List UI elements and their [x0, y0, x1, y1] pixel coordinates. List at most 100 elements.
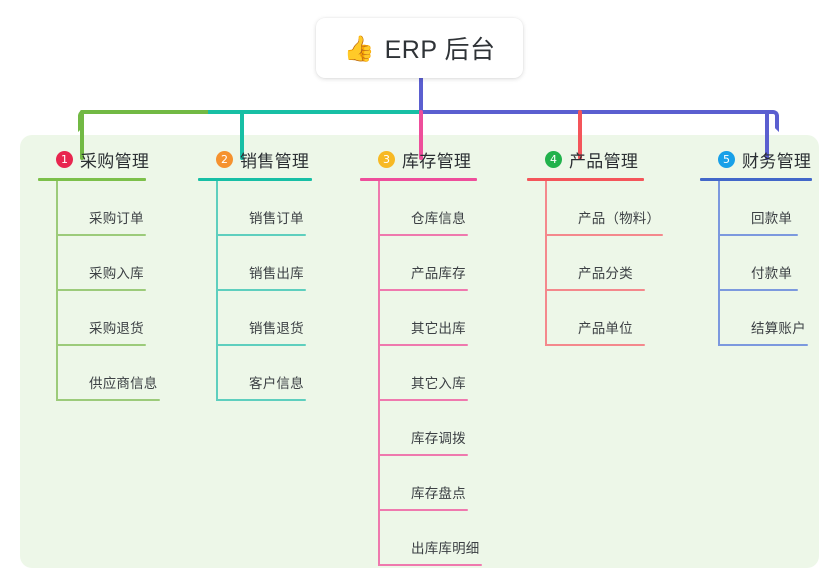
branch-item[interactable]: 采购入库 — [56, 236, 149, 291]
branch-item-rule — [216, 344, 306, 346]
branch-spine — [718, 181, 720, 346]
branch-item-rule — [545, 234, 663, 236]
branch-item-label: 采购订单 — [89, 211, 144, 226]
branch-item-label: 结算账户 — [751, 321, 806, 336]
branch-spine — [56, 181, 58, 401]
branch-item-rule — [378, 509, 468, 511]
branch-column-2: 2 销售管理销售订单销售出库销售退货客户信息 — [198, 146, 312, 401]
branch-item-label: 产品（物料） — [578, 211, 661, 226]
branch-item-rule — [56, 289, 146, 291]
connector-bus-green — [80, 110, 208, 114]
branch-item[interactable]: 出库库明细 — [378, 511, 482, 566]
branch-item[interactable]: 其它入库 — [378, 346, 477, 401]
branch-item[interactable]: 产品分类 — [545, 236, 645, 291]
branch-item[interactable]: 其它出库 — [378, 291, 477, 346]
branch-number-badge: 5 — [718, 150, 735, 168]
branch-header-label: 财务管理 — [742, 151, 812, 171]
connector-root-vertical — [419, 76, 423, 112]
branch-number-badge: 4 — [545, 150, 562, 168]
branch-item-label: 回款单 — [751, 211, 793, 226]
branch-header-rule — [38, 178, 146, 181]
branch-item[interactable]: 库存调拨 — [378, 401, 477, 456]
branch-item-label: 产品分类 — [578, 266, 633, 281]
branch-item[interactable]: 仓库信息 — [378, 181, 477, 236]
branch-item-label: 采购入库 — [89, 266, 144, 281]
branch-item-label: 仓库信息 — [411, 211, 466, 226]
branch-item-label: 销售出库 — [249, 266, 304, 281]
branch-item[interactable]: 采购退货 — [56, 291, 149, 346]
branch-item-list: 仓库信息产品库存其它出库其它入库库存调拨库存盘点出库库明细 — [360, 181, 482, 566]
branch-header-4[interactable]: 4 产品管理 — [527, 146, 644, 172]
branch-header-rule — [360, 178, 477, 181]
connector-drop-1 — [80, 110, 84, 160]
branch-item[interactable]: 销售退货 — [216, 291, 312, 346]
branch-item-rule — [378, 564, 482, 566]
branch-header-label: 库存管理 — [402, 151, 472, 171]
branch-item-rule — [56, 234, 146, 236]
branch-item-rule — [378, 399, 468, 401]
branch-item-rule — [56, 344, 146, 346]
connector-drop-2 — [240, 110, 244, 160]
branch-item-rule — [378, 454, 468, 456]
branch-item[interactable]: 产品（物料） — [545, 181, 663, 236]
branch-item-rule — [216, 234, 306, 236]
branch-item-label: 出库库明细 — [411, 541, 480, 556]
branch-column-1: 1 采购管理采购订单采购入库采购退货供应商信息 — [38, 146, 160, 401]
branch-spine — [216, 181, 218, 401]
branch-item-label: 付款单 — [751, 266, 793, 281]
branch-number-badge: 2 — [216, 150, 233, 168]
connector-bus-purple — [419, 110, 769, 114]
connector-drop-4 — [578, 110, 582, 160]
branch-header-rule — [527, 178, 644, 181]
branch-item-label: 供应商信息 — [89, 376, 158, 391]
branch-item[interactable]: 采购订单 — [56, 181, 149, 236]
branch-item-list: 采购订单采购入库采购退货供应商信息 — [38, 181, 160, 401]
branch-item[interactable]: 库存盘点 — [378, 456, 477, 511]
thumbs-up-icon: 👍 — [343, 34, 375, 63]
branch-item[interactable]: 产品单位 — [545, 291, 645, 346]
branch-column-5: 5 财务管理回款单付款单结算账户 — [700, 146, 812, 346]
branch-item-rule — [545, 289, 645, 291]
branch-item-label: 库存盘点 — [411, 486, 466, 501]
branch-item-rule — [718, 234, 798, 236]
branch-column-4: 4 产品管理产品（物料） 产品分类产品单位 — [527, 146, 663, 346]
branch-number-badge: 1 — [56, 150, 73, 168]
branch-item[interactable]: 销售订单 — [216, 181, 312, 236]
branch-header-rule — [198, 178, 312, 181]
branch-item[interactable]: 付款单 — [718, 236, 812, 291]
branch-item-label: 销售订单 — [249, 211, 304, 226]
branch-item-rule — [718, 344, 808, 346]
branch-item-rule — [56, 399, 160, 401]
connector-bus-teal — [208, 110, 419, 114]
branch-item[interactable]: 销售出库 — [216, 236, 312, 291]
branch-item[interactable]: 供应商信息 — [56, 346, 160, 401]
branch-item-label: 销售退货 — [249, 321, 304, 336]
branch-item[interactable]: 产品库存 — [378, 236, 477, 291]
branch-item-label: 产品库存 — [411, 266, 466, 281]
branch-header-2[interactable]: 2 销售管理 — [198, 146, 312, 172]
branch-header-5[interactable]: 5 财务管理 — [700, 146, 812, 172]
content-panel — [20, 135, 819, 568]
branch-item[interactable]: 回款单 — [718, 181, 812, 236]
branch-header-1[interactable]: 1 采购管理 — [38, 146, 149, 172]
connector-drop-3 — [419, 110, 423, 160]
branch-spine — [545, 181, 547, 346]
branch-item-rule — [216, 399, 306, 401]
branch-item-label: 产品单位 — [578, 321, 633, 336]
branch-item-label: 库存调拨 — [411, 431, 466, 446]
root-node-card[interactable]: 👍 ERP 后台 — [316, 18, 523, 78]
branch-item[interactable]: 客户信息 — [216, 346, 312, 401]
branch-item[interactable]: 结算账户 — [718, 291, 812, 346]
root-node-inner: 👍 ERP 后台 — [343, 30, 495, 66]
branch-header-label: 采购管理 — [80, 151, 150, 171]
branch-item-list: 销售订单销售出库销售退货客户信息 — [198, 181, 312, 401]
branch-item-rule — [378, 344, 468, 346]
branch-header-label: 产品管理 — [569, 151, 639, 171]
branch-item-rule — [545, 344, 645, 346]
branch-item-label: 其它入库 — [411, 376, 466, 391]
branch-item-label: 客户信息 — [249, 376, 304, 391]
branch-header-label: 销售管理 — [240, 151, 310, 171]
